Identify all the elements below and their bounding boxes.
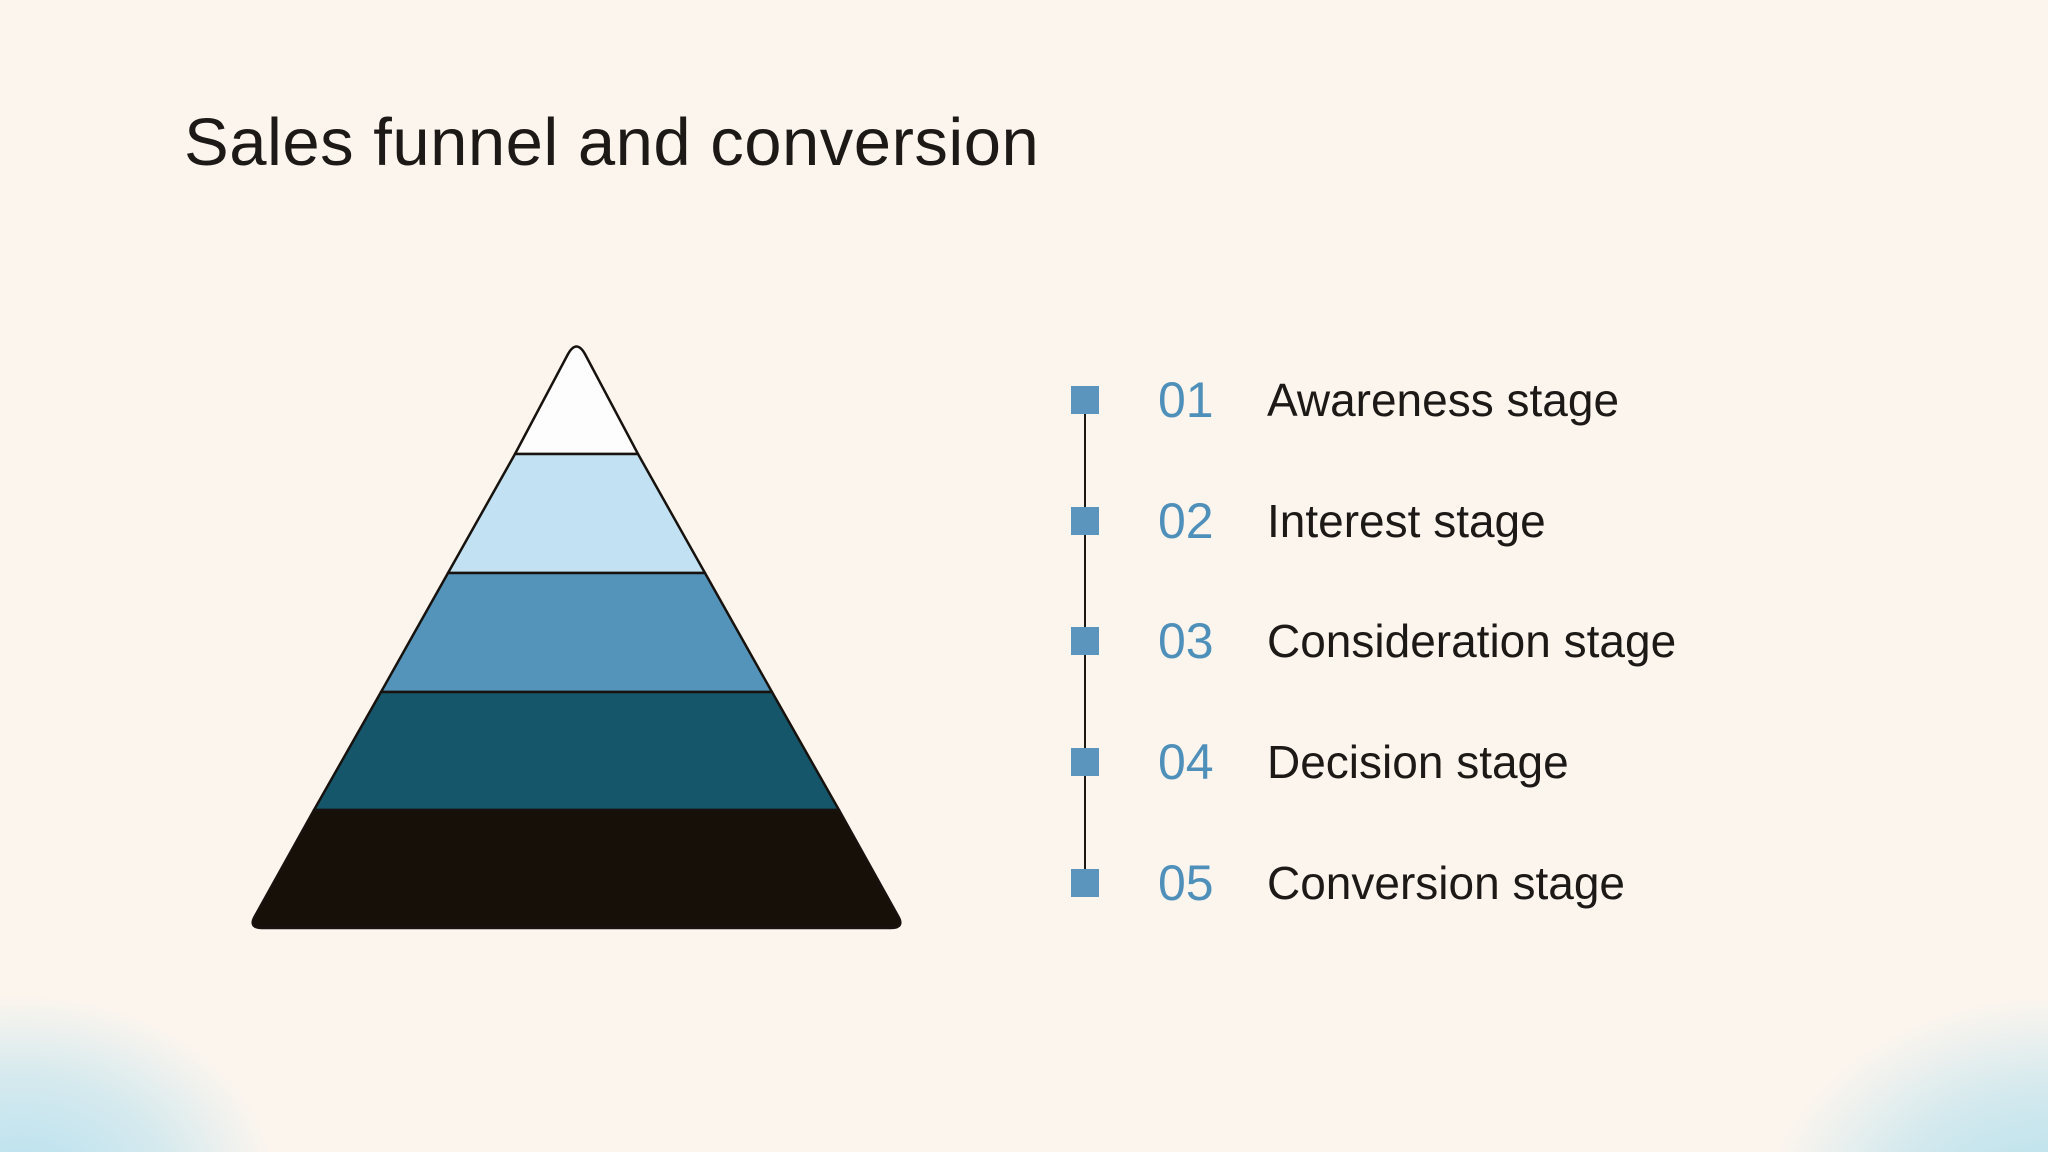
pyramid-layer-4 (312, 690, 841, 812)
square-bullet-icon (1071, 386, 1099, 414)
stage-label: Conversion stage (1267, 857, 1625, 909)
pyramid-layer-2 (446, 452, 707, 575)
square-bullet-icon (1071, 869, 1099, 897)
stage-label: Interest stage (1267, 495, 1546, 547)
stage-number: 05 (1158, 855, 1214, 911)
page-title: Sales funnel and conversion (184, 105, 1040, 180)
stage-number: 01 (1158, 372, 1214, 428)
stage-number: 02 (1158, 493, 1214, 549)
list-item-awareness: 01 Awareness stage (1071, 368, 1619, 432)
list-item-consideration: 03 Consideration stage (1071, 609, 1676, 673)
stage-label: Consideration stage (1267, 615, 1677, 667)
square-bullet-icon (1071, 507, 1099, 535)
stage-number: 04 (1158, 734, 1214, 790)
list-item-conversion: 05 Conversion stage (1071, 851, 1625, 915)
pyramid-layer-3 (379, 571, 774, 694)
pyramid-layer-1 (513, 345, 640, 456)
pyramid-layer-5 (251, 808, 902, 930)
stage-number: 03 (1158, 613, 1214, 669)
list-item-decision: 04 Decision stage (1071, 730, 1569, 794)
square-bullet-icon (1071, 748, 1099, 776)
square-bullet-icon (1071, 627, 1099, 655)
list-item-interest: 02 Interest stage (1071, 489, 1546, 553)
stage-label: Awareness stage (1267, 374, 1620, 426)
stage-label: Decision stage (1267, 736, 1569, 788)
